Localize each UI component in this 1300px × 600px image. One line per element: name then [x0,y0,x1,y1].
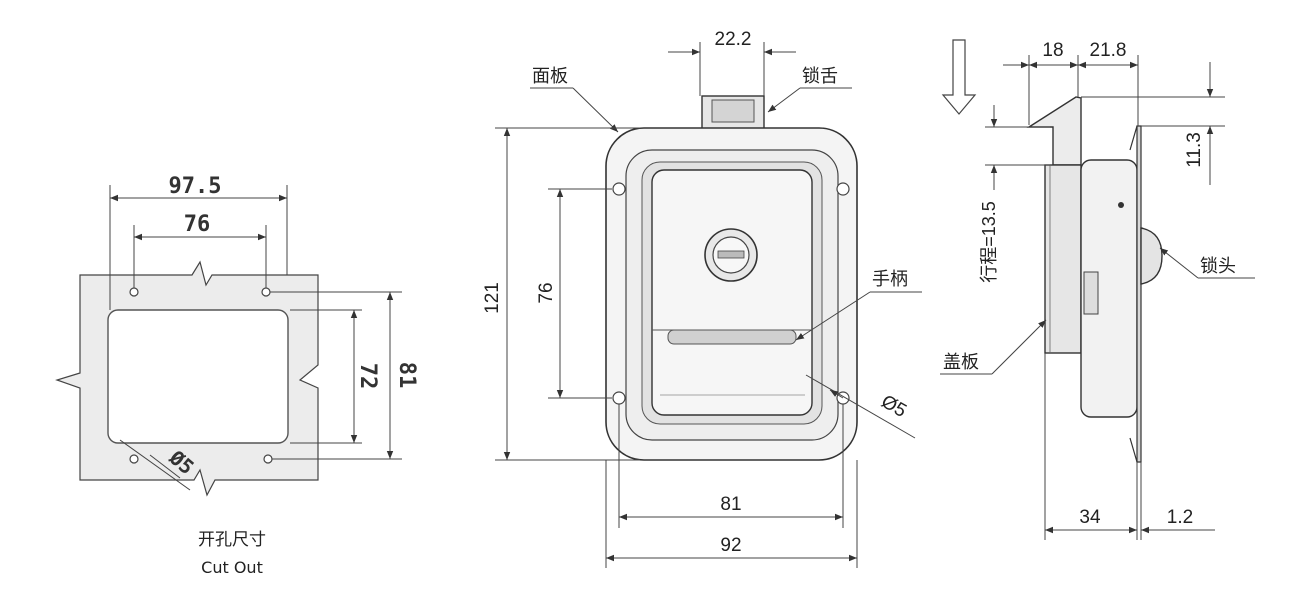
front-dim-height: 121 [482,282,503,314]
side-dim-top-a: 18 [1042,40,1063,61]
label-cover-plate: 盖板 [943,352,979,373]
label-face-panel: 面板 [532,66,568,87]
side-dim-stroke: 行程=13.5 [979,201,999,283]
cutout-dim-height-inner: 72 [355,363,380,390]
side-dim-bottom-a: 34 [1079,507,1101,528]
side-dim-right: 11.3 [1184,132,1205,168]
side-cover-plate [1044,164,1082,354]
label-lock-tongue: 锁舌 [802,66,838,87]
direction-arrow-icon [941,39,977,115]
cutout-hole-bl [129,454,139,464]
cutout-caption-en: Cut Out [201,558,263,577]
side-lock-head [1140,227,1163,285]
handle [651,169,813,416]
label-handle: 手柄 [872,269,908,290]
cutout-hole-tl [129,287,139,297]
cutout-opening [107,309,289,444]
side-dim-bottom-b: 1.2 [1167,507,1193,528]
front-dim-tongue-width: 22.2 [715,29,752,50]
front-hole-tl [612,182,626,196]
front-hole-bl [612,391,626,405]
cutout-view: 97.5 76 81 72 Ø5 开孔尺寸 Cut Out [55,174,419,577]
side-dim-top-b: 21.8 [1090,40,1127,61]
front-dim-hole: Ø5 [878,391,910,422]
cutout-dim-height-outer: 81 [394,362,419,389]
cutout-dim-width-inner: 76 [184,212,211,237]
side-view: 18 21.8 11.3 行程=13.5 锁头 盖板 34 1.2 [940,39,1255,540]
cutout-dim-width-outer: 97.5 [169,174,222,199]
side-tongue [1026,96,1082,166]
front-dim-hole-spacing: 76 [536,282,557,303]
label-lock-head: 锁头 [1200,256,1236,277]
cutout-caption-cn: 开孔尺寸 [198,530,266,550]
front-hole-tr [836,182,850,196]
front-view: 22.2 面板 锁舌 手柄 121 76 81 92 Ø5 [482,29,922,568]
cutout-hole-br [263,454,273,464]
front-dim-hole-width: 81 [720,494,741,515]
front-dim-width: 92 [720,535,741,556]
cutout-hole-tr [261,287,271,297]
